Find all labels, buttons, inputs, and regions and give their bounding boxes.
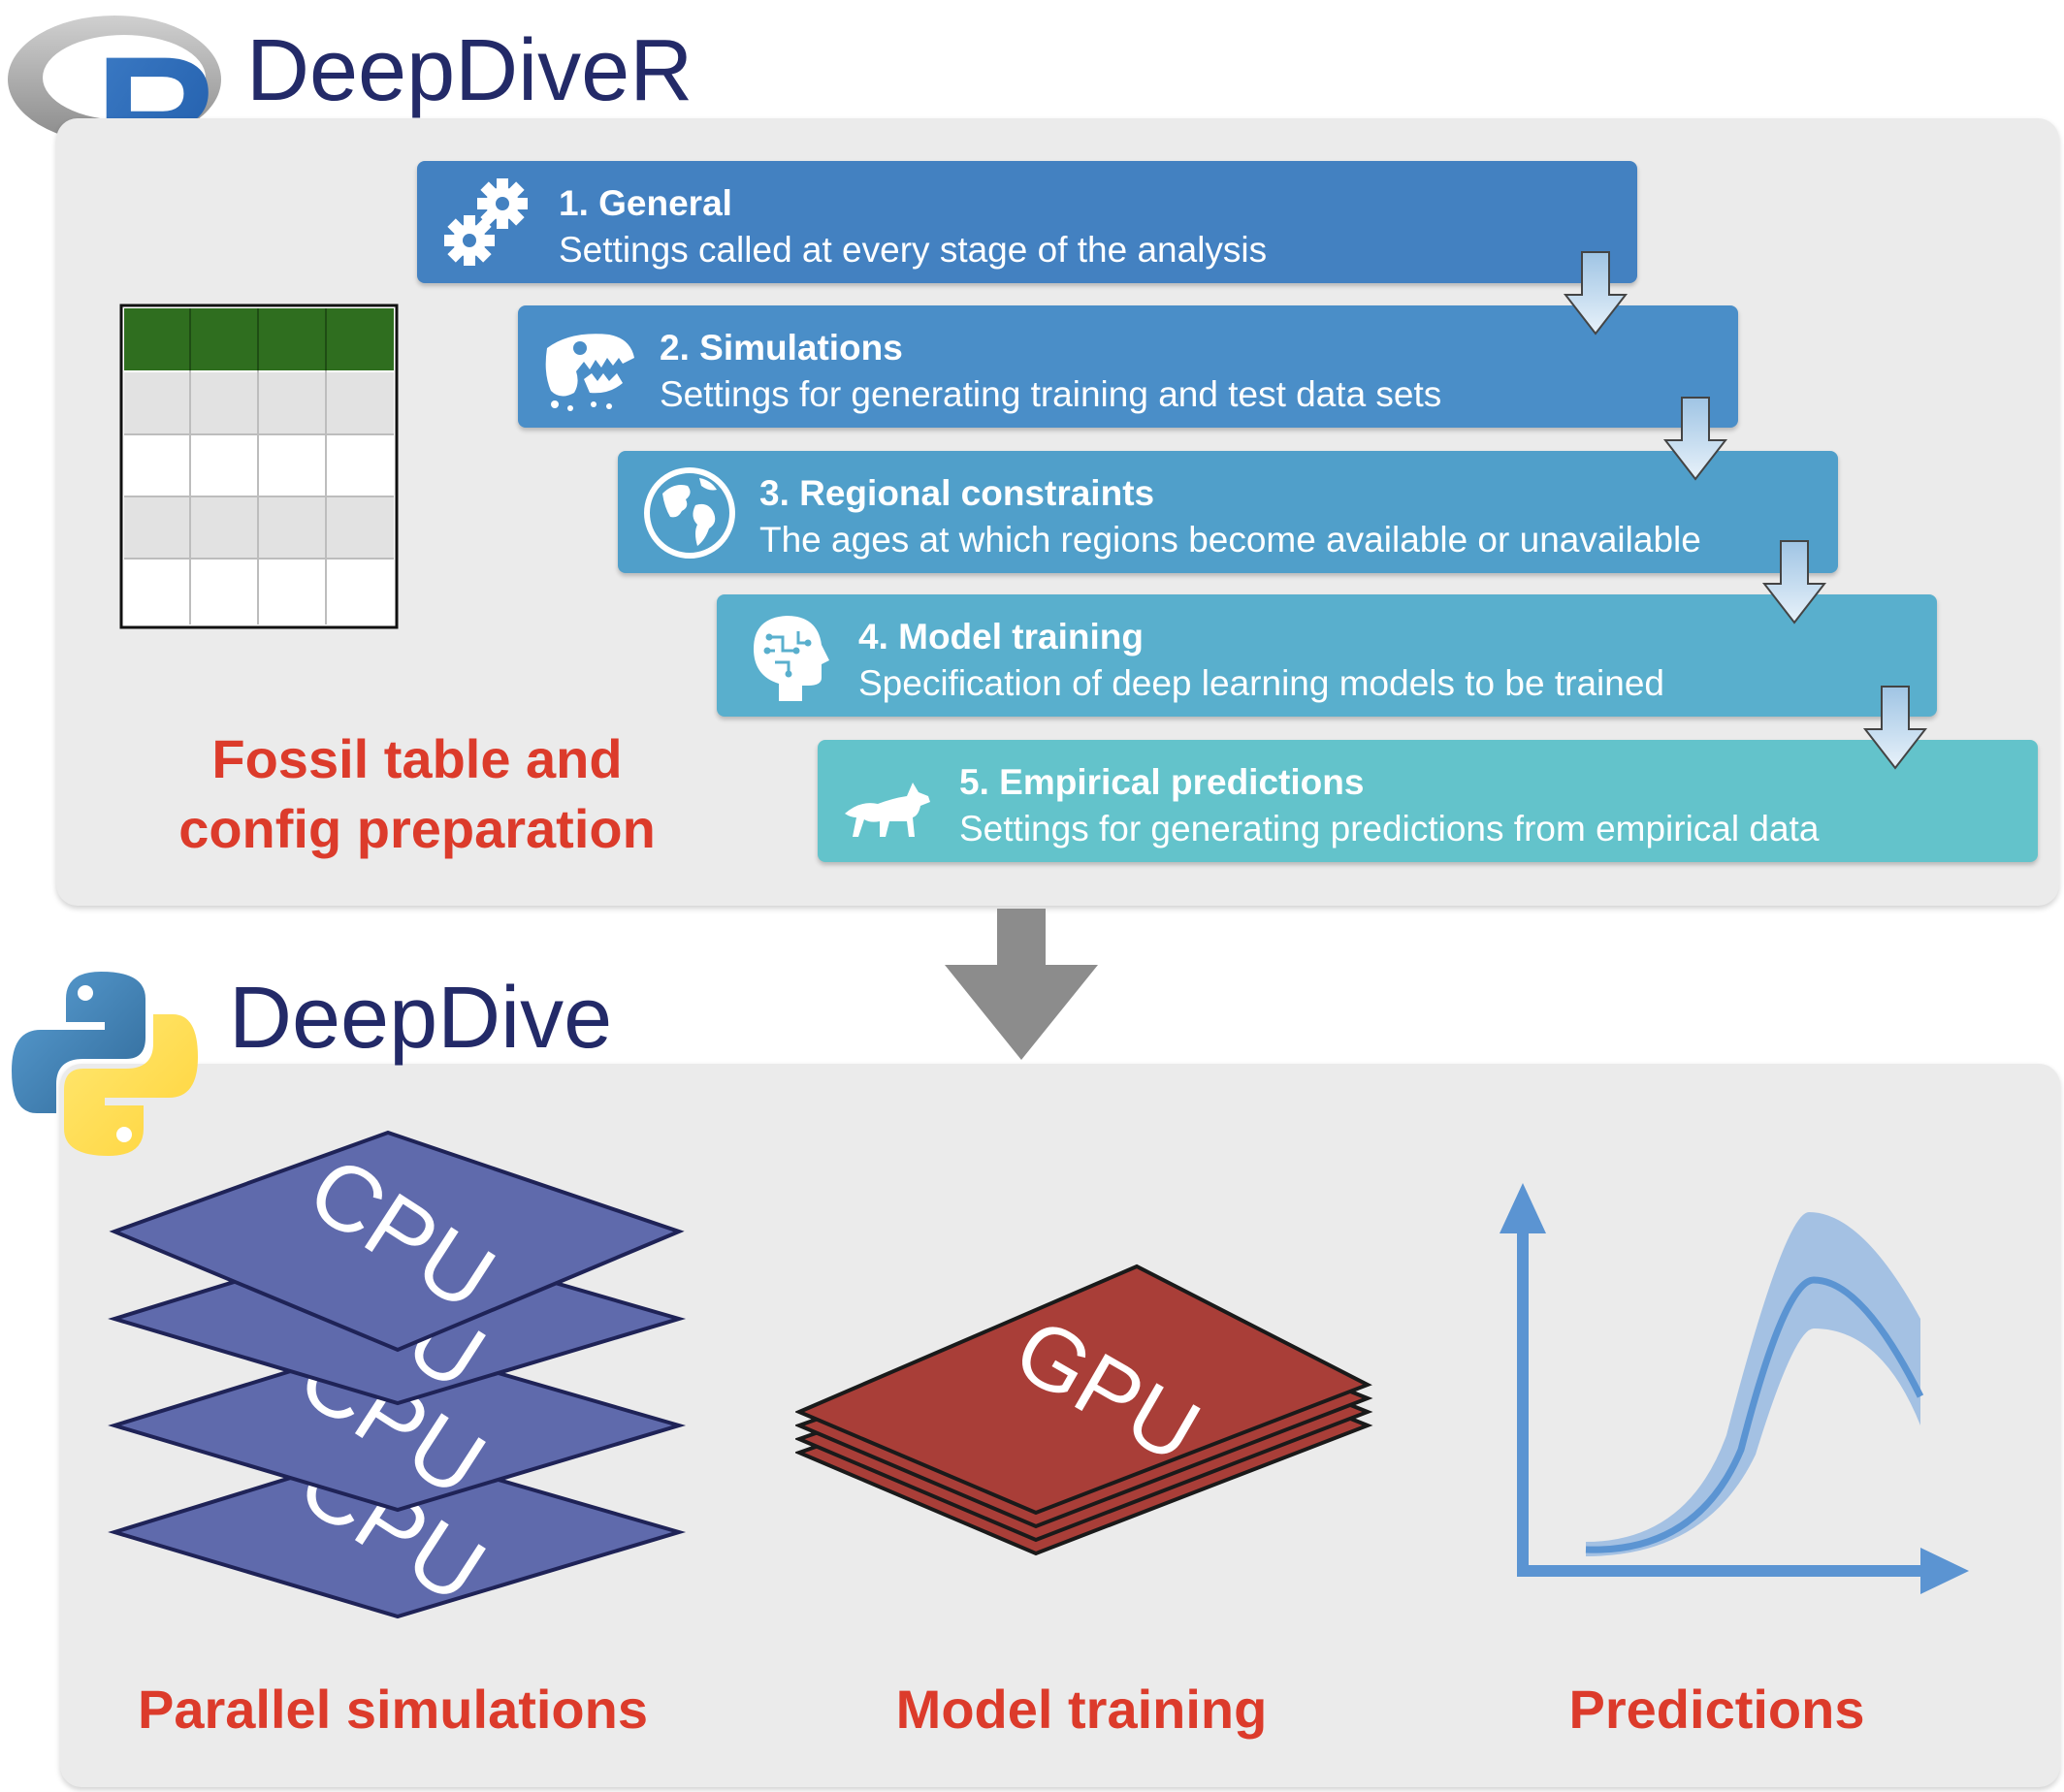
fossil-table-icon — [119, 304, 399, 629]
step-title: 2. Simulations — [660, 328, 903, 368]
config-step-general: 1. General Settings called at every stag… — [417, 161, 1637, 283]
step-arrow-3-4 — [1761, 540, 1827, 624]
parallel-simulations-label: Parallel simulations — [138, 1679, 648, 1740]
config-step-model-training: 4. Model training Specification of deep … — [717, 594, 1937, 717]
step-arrow-4-5 — [1862, 686, 1928, 770]
step-title: 3. Regional constraints — [759, 473, 1155, 513]
cpu-stack-illustration: CPU CPU CPU CPU — [108, 1130, 687, 1623]
step-title: 4. Model training — [858, 617, 1144, 656]
step-title: 5. Empirical predictions — [959, 762, 1365, 802]
brain-head-icon — [754, 616, 829, 701]
deepdive-title: DeepDive — [229, 970, 613, 1067]
config-step-simulations: 2. Simulations Settings for generating t… — [518, 305, 1738, 428]
step-description: Specification of deep learning models to… — [858, 663, 1664, 703]
step-title: 1. General — [559, 183, 732, 223]
fossil-label-line2: config preparation — [178, 798, 656, 859]
big-down-arrow — [945, 909, 1098, 1060]
step-arrow-1-2 — [1563, 251, 1629, 336]
step-description: The ages at which regions become availab… — [759, 520, 1701, 560]
fox-icon — [845, 783, 930, 837]
dinosaur-skull-icon — [545, 334, 634, 411]
gpu-stack-illustration: GPU — [795, 1264, 1373, 1556]
fossil-table-config-label: Fossil table and config preparation — [116, 724, 718, 864]
step-arrow-2-3 — [1662, 397, 1728, 481]
python-logo — [12, 972, 198, 1156]
globe-icon — [644, 467, 735, 559]
config-step-regional-constraints: 3. Regional constraints The ages at whic… — [618, 451, 1838, 573]
predictions-label: Predictions — [1568, 1679, 1865, 1740]
model-training-label: Model training — [895, 1679, 1268, 1740]
step-description: Settings for generating training and tes… — [660, 374, 1442, 414]
gears-icon — [444, 178, 528, 266]
step-description: Settings called at every stage of the an… — [559, 230, 1268, 270]
step-description: Settings for generating predictions from… — [959, 809, 1820, 848]
cpu-layer: CPU — [109, 1130, 685, 1353]
deepdiver-title: DeepDiveR — [246, 22, 693, 119]
config-step-empirical-predictions: 5. Empirical predictions Settings for ge… — [818, 740, 2038, 862]
predictions-curve-illustration — [1500, 1183, 1969, 1594]
fossil-label-line1: Fossil table and — [211, 728, 623, 789]
